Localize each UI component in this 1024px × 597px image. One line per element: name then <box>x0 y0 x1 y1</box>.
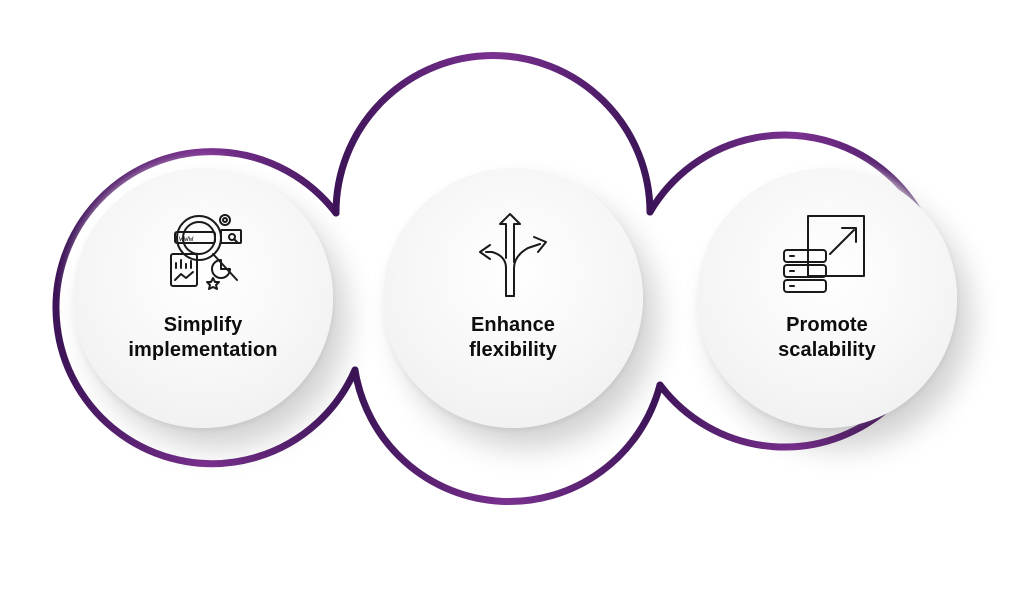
step-label-1-line1: Simplify <box>163 314 243 336</box>
step-label-2: Enhance flexibility <box>403 313 623 363</box>
split-arrows-icon <box>479 213 547 297</box>
step-disc-3 <box>697 168 957 428</box>
step-label-1: Simplify implementation <box>93 313 313 363</box>
step-disc-1 <box>73 168 333 428</box>
ring-segment-1 <box>52 148 359 468</box>
step-label-3-line1: Promote <box>786 314 868 336</box>
step-label-3-line2: scalability <box>778 339 876 361</box>
server-scale-icon <box>783 215 865 293</box>
step-label-3: Promote scalability <box>717 313 937 363</box>
svg-text:www: www <box>179 234 194 243</box>
step-label-2-line1: Enhance <box>470 314 556 336</box>
step-disc-2 <box>383 168 643 428</box>
step-label-2-line2: flexibility <box>469 339 557 361</box>
ring-segment-3 <box>332 52 654 217</box>
seo-analytics-icon: www <box>170 214 242 290</box>
step-label-1-line2: implementation <box>128 339 278 361</box>
ring-segment-2 <box>351 366 664 506</box>
